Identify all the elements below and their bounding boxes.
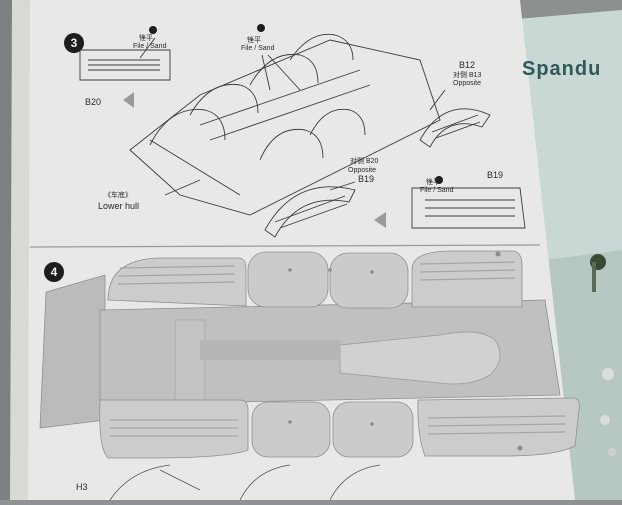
part-b12-label: B12 — [459, 60, 476, 70]
opposite-label-2: Opposite — [348, 167, 377, 174]
part-b19-label: B19 — [358, 174, 375, 184]
file-sand-label-cn-2: 锉平 — [247, 37, 261, 44]
file-sand-label-3: File / Sand — [420, 187, 454, 194]
step-number-4: 4 — [44, 262, 64, 282]
part-b13-label-cn: 对侧 B13 — [453, 72, 482, 79]
part-b20-opposite-cn: 对侧 B20 — [350, 158, 379, 165]
lower-hull-label-cn: 《车底》 — [104, 192, 132, 199]
part-h3-label: H3 — [76, 482, 88, 492]
part-b20-label: B20 — [85, 97, 102, 107]
opposite-label: Opposite — [453, 80, 482, 87]
file-sand-icon — [435, 176, 443, 184]
file-sand-label-2: File / Sand — [241, 45, 275, 52]
lower-hull-label: Lower hull — [98, 201, 140, 211]
file-sand-label-cn: 锉平 — [139, 35, 153, 42]
file-sand-icon — [149, 26, 157, 34]
direction-arrow-icon — [374, 212, 386, 228]
file-sand-label: File / Sand — [133, 43, 167, 50]
box-brand-text: Spandu — [522, 58, 602, 80]
file-sand-icon — [257, 24, 265, 32]
part-b19-label-2: B19 — [487, 170, 504, 180]
file-sand-label-cn-3: 锉平 — [426, 179, 440, 186]
step-number-3: 3 — [64, 33, 84, 53]
direction-arrow-icon — [123, 92, 134, 108]
